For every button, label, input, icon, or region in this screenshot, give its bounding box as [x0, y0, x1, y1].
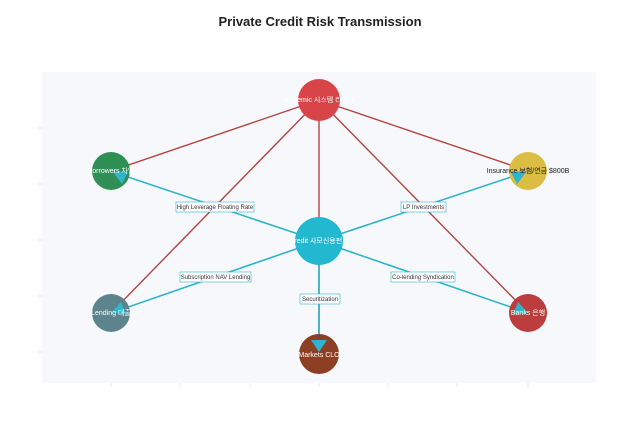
node-top-label: Systemic 시스템 리스크	[284, 95, 355, 104]
node-center[interactable]	[295, 217, 343, 265]
edge-top-borrowers	[110, 99, 320, 172]
arrowhead-lending	[111, 302, 126, 314]
node-lending-label: Lending 대출	[91, 308, 131, 317]
edge-label-securitization-text: Securitization	[302, 297, 338, 303]
edge-label-high-leverage-text: High Leverage Floating Rate	[177, 205, 254, 211]
edge-label-co-lending-text: Co-lending Syndication	[392, 275, 454, 281]
node-banks-label: Banks 은행	[511, 308, 545, 317]
edge-label-securitization: Securitization	[299, 293, 341, 305]
arrowhead-borrowers	[112, 171, 128, 184]
node-center-label: Credit 사모신용펀드	[289, 236, 349, 245]
edge-label-subscription-text: Subscription NAV Lending	[181, 275, 251, 281]
node-borrowers-label: Borrowers 차입	[88, 166, 135, 175]
edge-label-co-lending: Co-lending Syndication	[390, 271, 456, 283]
edge-label-lp-investments-text: LP Investments	[403, 205, 444, 211]
edge-label-subscription: Subscription NAV Lending	[179, 271, 252, 283]
arrowheads	[111, 171, 528, 352]
node-top[interactable]	[298, 79, 340, 121]
arrowhead-banks	[513, 302, 528, 314]
edge-label-lp-investments: LP Investments	[400, 201, 447, 213]
node-insurance-label: Insurance 보험/연금 $800B	[487, 167, 570, 175]
diagram-title: Private Credit Risk Transmission	[218, 14, 422, 29]
node-markets-label: Markets CLO	[298, 352, 340, 359]
node-markets[interactable]	[299, 334, 339, 374]
axis-ticks	[38, 127, 529, 387]
arrowhead-markets	[311, 340, 327, 352]
edge-top-insurance	[318, 99, 529, 172]
arrowhead-insurance	[511, 171, 527, 184]
edge-label-high-leverage: High Leverage Floating Rate	[175, 201, 255, 213]
